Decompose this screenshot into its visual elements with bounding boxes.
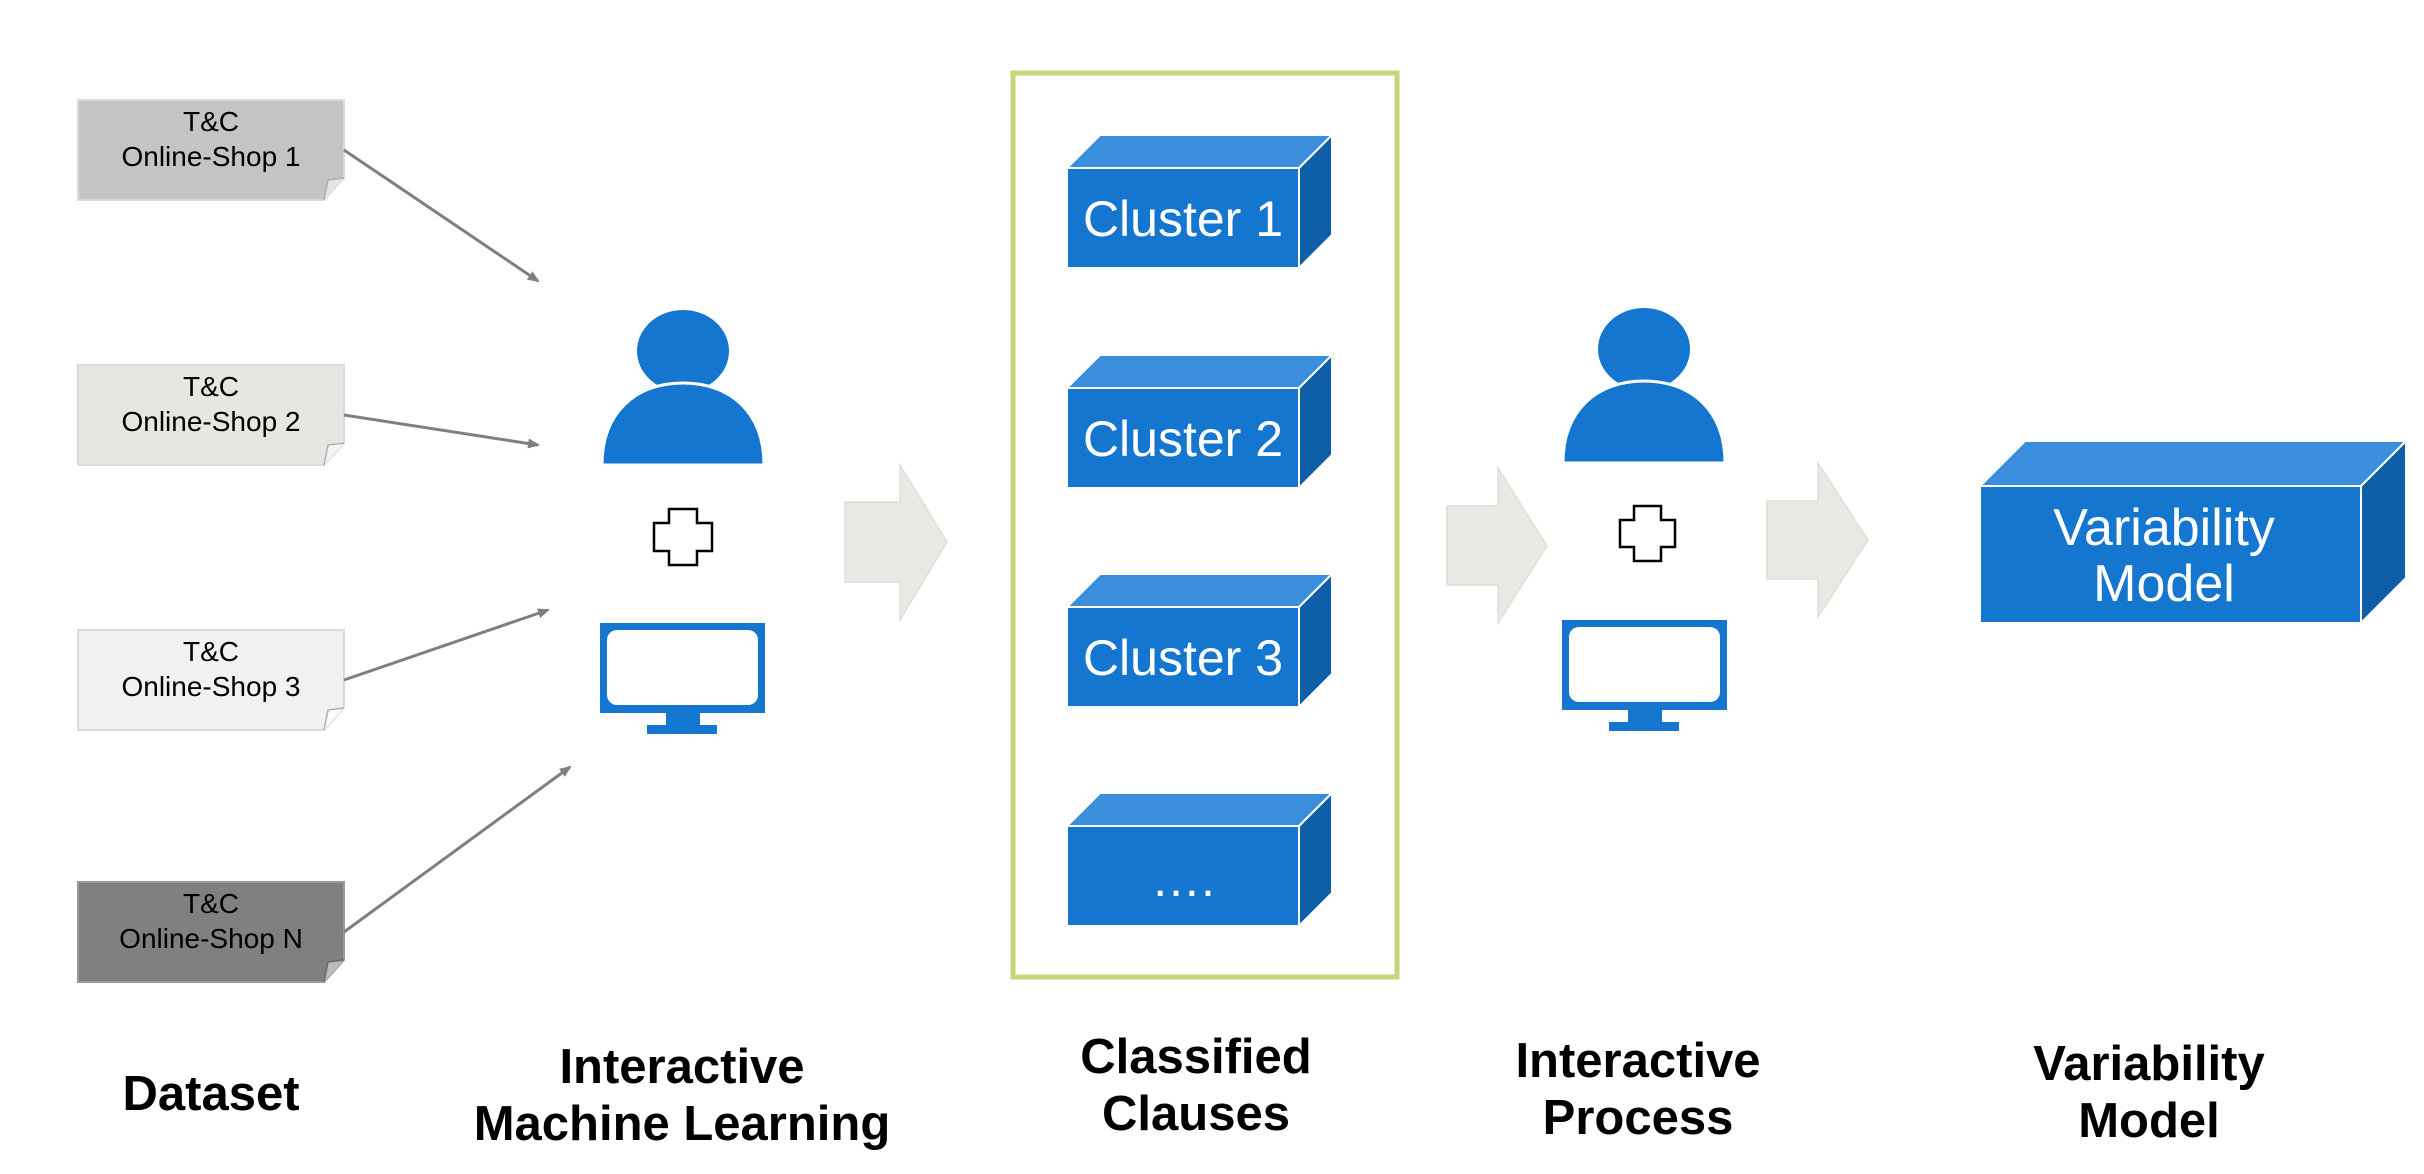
connector-arrow-shop-1 [343,148,540,283]
document-line-1: T&C [183,371,239,402]
document-fold [323,177,345,201]
stage-label-variability-line-1: Variability [2033,1037,2265,1091]
stage-label-dataset: Dataset [122,1067,299,1121]
cluster-cube-more: …. [1064,790,1335,929]
document-fold [323,707,345,731]
flow-arrow-to-variability [1766,460,1869,620]
stage-label-variability-line-2: Model [2078,1094,2220,1148]
flow-arrow-to-process [1446,465,1548,626]
document-line-2: Online-Shop N [119,923,303,954]
cluster-cube-2: Cluster 2 [1064,352,1335,491]
computer-icon [600,623,765,734]
flow-arrow-to-clauses [844,462,948,623]
cluster-label: Cluster 1 [1083,191,1283,247]
document-line-1: T&C [183,888,239,919]
variability-model-line-1: Variability [2053,499,2275,557]
document-line-1: T&C [183,106,239,137]
stage-label-iml-line-1: Interactive [559,1040,804,1094]
document-shop-n: T&C Online-Shop N [77,881,345,983]
variability-model-cube: Variability Model [1977,438,2409,626]
connector-arrow-shop-2 [343,413,540,449]
document-line-1: T&C [183,636,239,667]
stage-label-process-line-2: Process [1543,1091,1734,1145]
document-line-2: Online-Shop 3 [121,671,300,702]
stage-label-classified-line-1: Classified [1080,1030,1311,1084]
cluster-label: …. [1151,851,1215,907]
cluster-label: Cluster 2 [1083,411,1283,467]
cluster-cube-3: Cluster 3 [1064,571,1335,710]
document-line-2: Online-Shop 1 [121,141,300,172]
variability-model-line-2: Model [2093,555,2235,613]
person-icon [1561,308,1727,465]
plus-icon [1618,504,1677,563]
document-shop-3: T&C Online-Shop 3 [77,629,345,731]
document-shop-1: T&C Online-Shop 1 [77,99,345,201]
connector-arrow-shop-3 [343,608,550,682]
stage-label-iml-line-2: Machine Learning [474,1097,891,1151]
document-line-2: Online-Shop 2 [121,406,300,437]
computer-icon [1562,620,1727,731]
document-shop-2: T&C Online-Shop 2 [77,364,345,466]
cluster-label: Cluster 3 [1083,630,1283,686]
classified-clauses-frame [1010,70,1400,980]
stage-label-process-line-1: Interactive [1515,1034,1760,1088]
plus-icon [652,507,714,567]
stage-label-classified-line-2: Clauses [1102,1087,1290,1141]
cluster-cube-1: Cluster 1 [1064,132,1335,271]
connector-arrow-shop-n [343,765,572,934]
person-icon [600,310,766,467]
document-fold [323,442,345,466]
document-fold [323,959,345,983]
